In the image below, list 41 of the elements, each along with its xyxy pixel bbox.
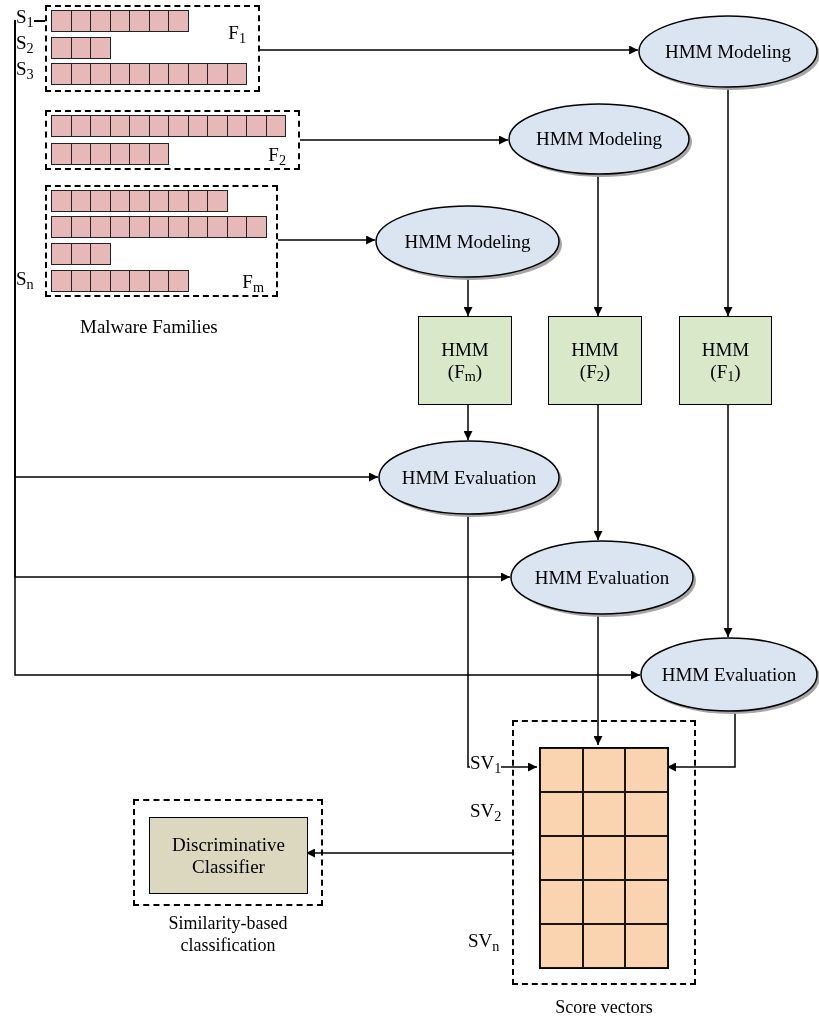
arrow [259, 45, 639, 55]
process-ellipse [510, 540, 694, 615]
node-label: HMM (F$_{1}$) [700, 338, 751, 383]
node-label: HMM Modeling [664, 40, 792, 63]
family-label: F$_{2}$ [268, 145, 286, 164]
arrow [593, 404, 603, 541]
node-label: HMM Modeling [404, 230, 531, 253]
node-label: Similarity-based classification [167, 913, 289, 957]
arrow [463, 404, 473, 441]
family-label: F$_{1}$ [228, 23, 246, 42]
node-label: HMM (F$_{2}$) [570, 338, 620, 383]
score-grid [539, 747, 669, 969]
node-label: HMM Evaluation [534, 566, 670, 589]
arrow [723, 404, 733, 638]
arrow [299, 135, 509, 145]
arrow [593, 614, 603, 746]
node-label: HMM (F$_{m}$) [440, 338, 490, 383]
family-box [45, 110, 300, 170]
process-ellipse [640, 637, 818, 712]
node-label: Score vectors [554, 997, 654, 1019]
model-box [548, 316, 642, 405]
node-label: HMM Modeling [535, 128, 663, 150]
arrow [467, 514, 538, 772]
arrow [463, 277, 473, 317]
classifier-box [149, 817, 308, 894]
family-label: F$_{m}$ [242, 272, 264, 291]
node-label: HMM Evaluation [661, 663, 797, 686]
node-label: HMM Evaluation [401, 466, 537, 489]
node-label: Discriminative Classifier [171, 833, 286, 878]
arrow [277, 235, 376, 245]
arrow [723, 87, 733, 317]
process-ellipse [508, 103, 690, 175]
process-ellipse [378, 440, 560, 515]
arrow [14, 20, 641, 680]
model-box [679, 316, 772, 405]
family-box [45, 185, 278, 297]
model-box [418, 316, 512, 405]
arrow [593, 174, 603, 317]
process-ellipse [638, 15, 818, 88]
process-ellipse [375, 205, 560, 278]
family-box [45, 5, 260, 92]
